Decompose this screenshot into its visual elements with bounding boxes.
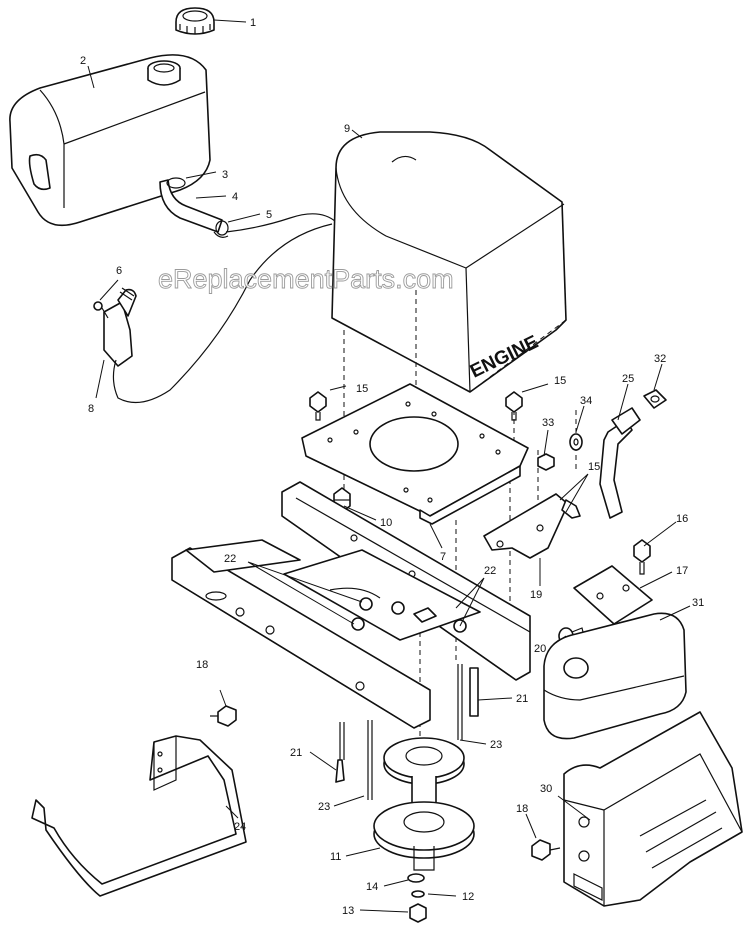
- callout-7: 7: [440, 551, 446, 563]
- callout-21a: 21: [516, 693, 528, 705]
- fuel-line: [225, 213, 337, 233]
- shield-bolt-left: [210, 705, 237, 727]
- frame-rail-left: [171, 539, 431, 729]
- callout-8: 8: [88, 403, 94, 415]
- watermark: eReplacementParts.com: [158, 264, 454, 294]
- callout-15c: 15: [588, 461, 600, 473]
- callout-16: 16: [676, 513, 688, 525]
- exhaust-bolt: [537, 453, 555, 471]
- heat-shield-screw: [633, 539, 651, 575]
- engine-bolt-right: [505, 391, 523, 421]
- callout-14: 14: [366, 881, 378, 893]
- callout-1: 1: [250, 17, 256, 29]
- callout-15b: 15: [554, 375, 566, 387]
- fuel-hose-assembly: [159, 177, 229, 238]
- callout-23b: 23: [318, 801, 330, 813]
- callout-5: 5: [266, 209, 272, 221]
- callout-17: 17: [676, 565, 688, 577]
- engine-bolt-left: [309, 391, 327, 421]
- muffler: [543, 612, 687, 740]
- callout-22a: 22: [224, 553, 236, 565]
- callout-19: 19: [530, 589, 542, 601]
- pulley-bolt: [409, 903, 427, 923]
- callout-31: 31: [692, 597, 704, 609]
- callout-13: 13: [342, 905, 354, 917]
- callout-6: 6: [116, 265, 122, 277]
- pulley-lockwasher: [411, 890, 425, 898]
- pulley-washer: [407, 873, 425, 883]
- engine-mounting-plate: [301, 383, 529, 525]
- muffler-support-plate: [573, 565, 653, 625]
- fuel-tank: [9, 54, 211, 227]
- callout-22b: 22: [484, 565, 496, 577]
- callout-33: 33: [542, 417, 554, 429]
- callout-9: 9: [344, 123, 350, 135]
- frame-nuts: [351, 597, 467, 633]
- fuel-cap: [175, 7, 215, 35]
- callout-32: 32: [654, 353, 666, 365]
- callout-34: 34: [580, 395, 592, 407]
- callout-10: 10: [380, 517, 392, 529]
- callout-2: 2: [80, 55, 86, 67]
- callout-11: 11: [330, 851, 341, 863]
- leader-lines: [87, 19, 691, 913]
- shield-bolt-right: [531, 839, 561, 861]
- callout-18b: 18: [516, 803, 528, 815]
- callout-25: 25: [622, 373, 634, 385]
- engine-block: ENGINE: [331, 131, 567, 393]
- callout-3: 3: [222, 169, 228, 181]
- center-crossmember: [283, 549, 481, 641]
- callout-numbers: 1 2 3 4 5 6 8 9 15 15 15 10 7 33 34 25 3…: [80, 17, 704, 917]
- callout-20: 20: [534, 643, 546, 655]
- callout-18a: 18: [196, 659, 208, 671]
- engine-studs: [335, 664, 479, 800]
- callout-30: 30: [540, 783, 552, 795]
- callout-15a: 15: [356, 383, 368, 395]
- exhaust-pipe: [599, 407, 641, 519]
- callout-21b: 21: [290, 747, 302, 759]
- exhaust-gasket: [643, 389, 667, 409]
- callout-24: 24: [234, 821, 246, 833]
- exhaust-washer: [569, 433, 583, 451]
- bracket-bolt: [561, 499, 581, 519]
- callout-23a: 23: [490, 739, 502, 751]
- throttle-control: [93, 223, 333, 404]
- muffler-heat-shield: [563, 711, 743, 907]
- side-shield: [31, 735, 247, 897]
- callout-12: 12: [462, 891, 474, 903]
- muffler-bracket: [483, 493, 569, 559]
- callout-4: 4: [232, 191, 238, 203]
- engine-pulley: [373, 737, 475, 871]
